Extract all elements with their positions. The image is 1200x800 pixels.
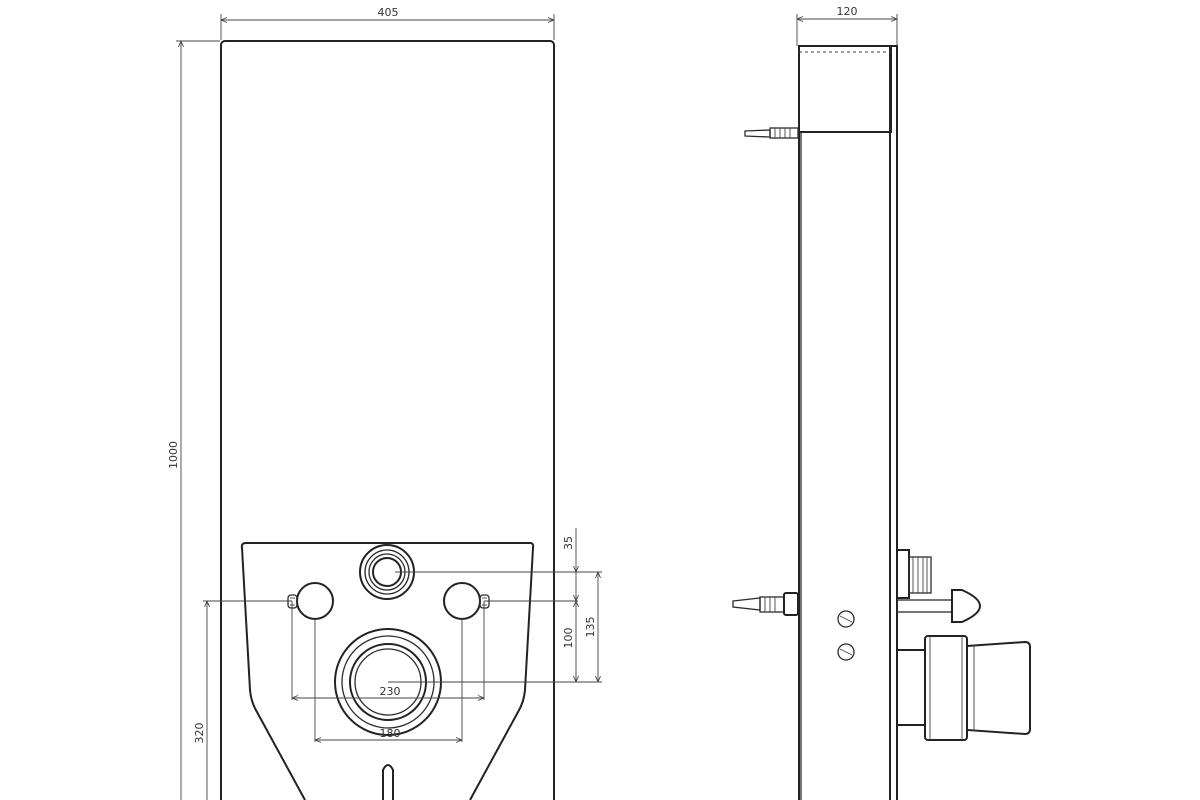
- bolt-leaders: [203, 571, 602, 800]
- outlet-width-dimension: 180: [314, 727, 463, 743]
- flush-to-outlet-label: 135: [584, 617, 597, 638]
- bolt-spacing-dimension: 230: [291, 685, 485, 701]
- width-dimension-label: 405: [378, 6, 399, 19]
- side-front-plate: [889, 45, 898, 800]
- height-dimension: 1000: [167, 40, 220, 800]
- outlet-width-label: 180: [380, 727, 401, 740]
- front-panel-outline: [220, 40, 555, 800]
- depth-dimension: 120: [796, 5, 898, 46]
- bolt-to-outlet-dimension: 100: [562, 600, 579, 683]
- bolt-height-label: 320: [193, 723, 206, 744]
- width-dimension: 405: [220, 6, 555, 40]
- lower-wall-anchor: [732, 592, 799, 616]
- flush-offset-dimension: 35: [562, 528, 579, 602]
- side-waste-outlet: [896, 635, 1031, 741]
- side-flush-connector: [896, 549, 932, 599]
- mounting-plate: [240, 542, 535, 800]
- cistern-top-box: [798, 45, 892, 133]
- bottom-slot: [382, 764, 394, 800]
- side-frame-column: [798, 131, 890, 800]
- side-bolt-stud: [896, 589, 982, 623]
- bolt-height-dimension: 320: [193, 600, 210, 744]
- column-screws: [837, 610, 855, 661]
- flush-to-outlet-dimension: 135: [584, 571, 601, 683]
- left-mounting-bolt: [287, 582, 334, 620]
- bolt-to-outlet-label: 100: [562, 628, 575, 649]
- side-view: 120: [732, 5, 1031, 800]
- depth-dimension-label: 120: [837, 5, 858, 18]
- front-view: 405 1000: [167, 6, 602, 800]
- height-dimension-label: 1000: [167, 441, 180, 469]
- flush-offset-label: 35: [562, 536, 575, 550]
- bolt-spacing-label: 230: [380, 685, 401, 698]
- upper-wall-anchor: [744, 127, 799, 139]
- right-mounting-bolt: [443, 582, 490, 620]
